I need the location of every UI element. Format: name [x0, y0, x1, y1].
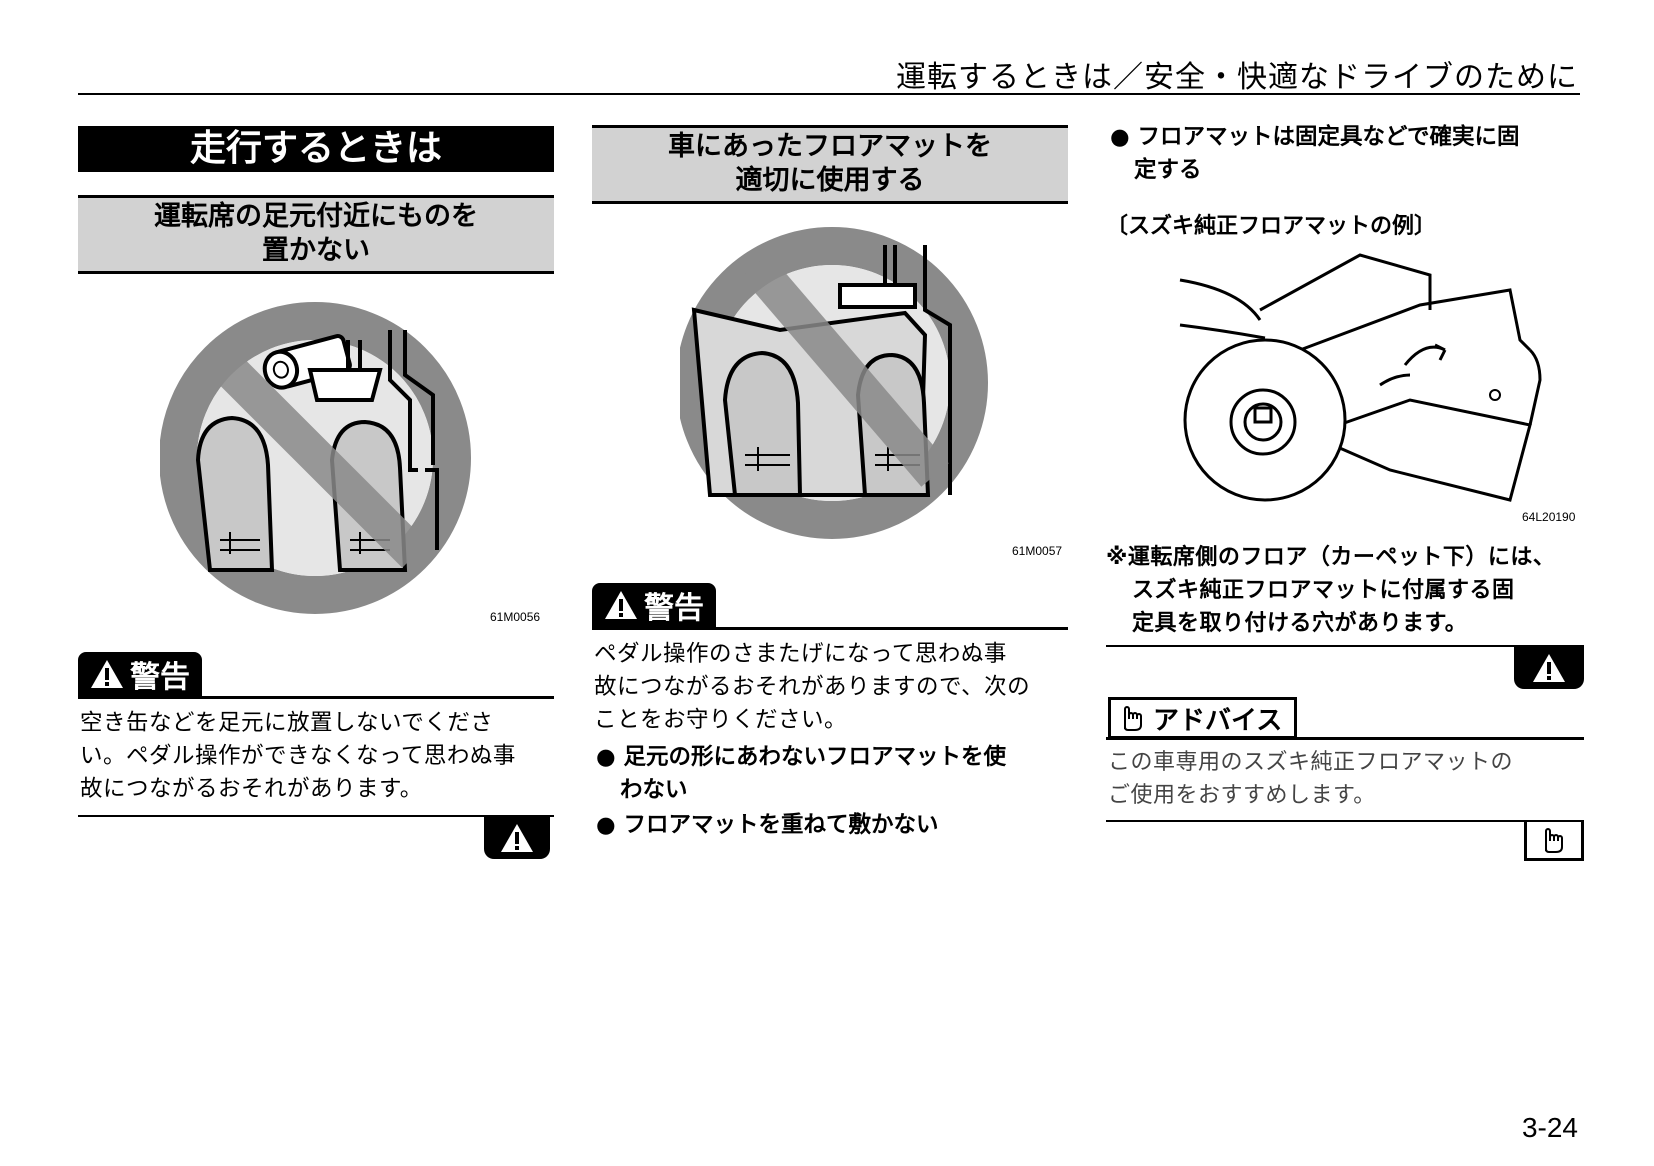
page-header-title: 運転するときは／安全・快適なドライブのために — [896, 60, 1578, 95]
left-warning-tab: 警告 — [78, 652, 202, 696]
left-warning-line: い。ペダル操作ができなくなって思わぬ事 — [80, 743, 516, 769]
left-warning-end-badge — [484, 817, 550, 859]
warning-triangle-icon — [1533, 654, 1565, 682]
advice-hand-icon — [1545, 827, 1563, 853]
left-warning-text: 空き缶などを足元に放置しないでくださ い。ペダル操作ができなくなって思わぬ事 故… — [80, 707, 556, 806]
warning-triangle-icon — [605, 591, 637, 619]
middle-subheading: 車にあったフロアマットを 適切に使用する — [592, 125, 1068, 204]
middle-bullet-1-line2: わない — [620, 777, 688, 803]
right-illustration — [1179, 253, 1542, 502]
right-note-end-rule — [1106, 645, 1584, 647]
middle-subheading-line1: 車にあったフロアマットを — [668, 131, 992, 162]
middle-warning-label: 警告 — [644, 591, 704, 626]
middle-warning-line: ことをお守りください。 — [594, 707, 848, 733]
right-note-line: スズキ純正フロアマットに付属する固 — [1132, 578, 1515, 603]
right-note-line: 定具を取り付ける穴があります。 — [1132, 611, 1468, 636]
right-note: ※運転席側のフロア（カーペット下）には、 スズキ純正フロアマットに付属する固 定… — [1106, 541, 1590, 640]
middle-bullet-1-line1: ● 足元の形にあわないフロアマットを使 — [596, 744, 1006, 770]
left-warning-label: 警告 — [130, 660, 190, 695]
left-subheading-line2: 置かない — [262, 235, 370, 266]
middle-subheading-line2: 適切に使用する — [735, 165, 925, 196]
advice-label: アドバイス — [1153, 705, 1283, 736]
left-subheading: 運転席の足元付近にものを 置かない — [78, 195, 554, 274]
right-bullet-line2: 定する — [1134, 157, 1202, 183]
right-warning-end-badge — [1514, 647, 1584, 689]
right-bullet-line1: ● フロアマットは固定具などで確実に固 — [1110, 124, 1520, 150]
middle-warning-text: ペダル操作のさまたげになって思わぬ事 故につながるおそれがありますので、次の こ… — [594, 638, 1070, 737]
middle-warning-line: 故につながるおそれがありますので、次の — [594, 674, 1031, 700]
advice-rule — [1106, 737, 1584, 740]
warning-triangle-icon — [91, 660, 123, 688]
page-number: 3-24 — [1521, 1112, 1578, 1143]
middle-bullet-2: ● フロアマットを重ねて敷かない — [596, 812, 939, 838]
left-warning-rule — [78, 696, 554, 699]
middle-bullet-1: ● 足元の形にあわないフロアマットを使 わない — [596, 741, 1072, 807]
advice-end-badge — [1524, 821, 1584, 861]
advice-line: ご使用をおすすめします。 — [1108, 783, 1376, 808]
right-bullet: ● フロアマットは固定具などで確実に固 定する — [1110, 121, 1590, 187]
right-note-line: ※運転席側のフロア（カーペット下）には、 — [1106, 545, 1556, 570]
left-figure-code: 61M0056 — [490, 610, 541, 624]
example-caption: 〔スズキ純正フロアマットの例〕 — [1106, 214, 1437, 239]
middle-warning-tab: 警告 — [592, 583, 716, 627]
middle-illustration — [680, 227, 988, 539]
left-illustration — [160, 302, 471, 614]
middle-warning-rule — [592, 627, 1068, 630]
left-warning-line: 故につながるおそれがあります。 — [80, 776, 423, 802]
advice-end-rule — [1106, 820, 1584, 822]
section-banner: 走行するときは — [78, 126, 554, 172]
left-warning-line: 空き缶などを足元に放置しないでくださ — [80, 710, 494, 736]
advice-line: この車専用のスズキ純正フロアマットの — [1108, 750, 1514, 775]
left-subheading-line1: 運転席の足元付近にものを — [154, 201, 478, 232]
header-rule — [78, 93, 1580, 95]
middle-figure-code: 61M0057 — [1012, 544, 1063, 558]
advice-hand-icon — [1124, 706, 1142, 731]
advice-text: この車専用のスズキ純正フロアマットの ご使用をおすすめします。 — [1108, 746, 1592, 812]
right-figure-code: 64L20190 — [1522, 510, 1576, 524]
middle-warning-line: ペダル操作のさまたげになって思わぬ事 — [594, 641, 1007, 667]
warning-triangle-icon — [501, 824, 533, 852]
left-warning-end-rule — [78, 815, 554, 817]
advice-tab: アドバイス — [1108, 697, 1298, 739]
